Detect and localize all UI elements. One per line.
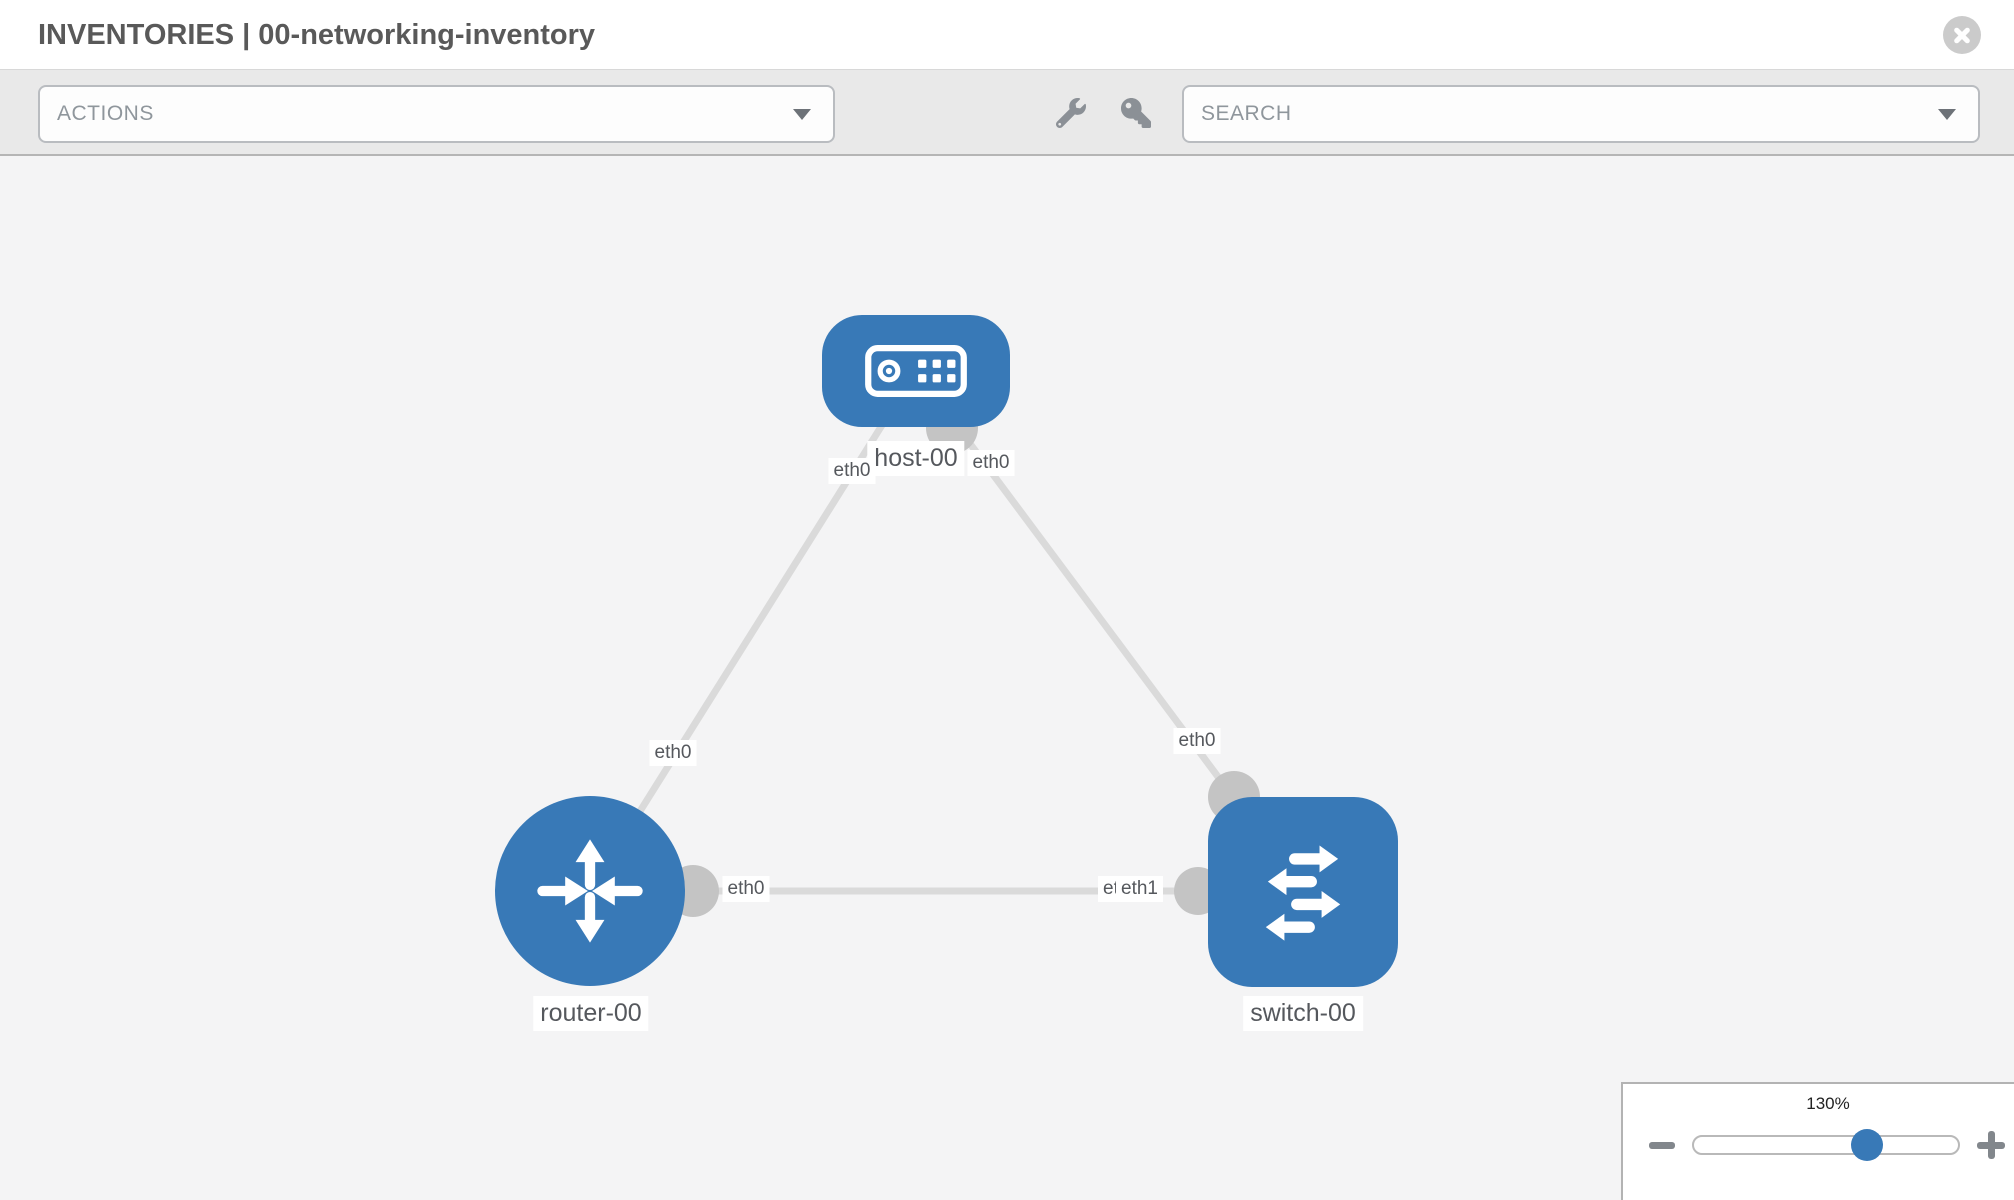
graph-canvas[interactable]: host-00 router-00 switch-00 eth0 eth0 et… — [0, 156, 2014, 1200]
node-label-host-00: host-00 — [867, 441, 965, 476]
topology-links-layer — [587, 368, 1306, 917]
interface-label-host-eth0-left: eth0 — [828, 458, 876, 484]
actions-select[interactable]: ACTIONS — [38, 85, 835, 143]
node-switch-00[interactable] — [1208, 797, 1398, 987]
chevron-down-icon — [793, 109, 811, 120]
interface-label-switch-eth0-uplink: eth0 — [1173, 728, 1221, 754]
wrench-button[interactable] — [1055, 98, 1086, 129]
interface-label-router-eth0-uplink: eth0 — [649, 740, 697, 766]
zoom-in-button[interactable] — [1975, 1129, 2007, 1161]
interface-label-router-eth0: eth0 — [722, 876, 770, 902]
toolbar: ACTIONS SEARCH — [0, 70, 2014, 156]
key-icon — [1121, 98, 1151, 128]
zoom-panel: 130% — [1621, 1082, 2014, 1200]
search-placeholder: SEARCH — [1201, 102, 1292, 125]
host-icon — [865, 345, 967, 397]
key-button[interactable] — [1121, 98, 1151, 128]
interface-label-host-eth0-right: eth0 — [967, 450, 1015, 476]
page-title: INVENTORIES | 00-networking-inventory — [38, 19, 596, 51]
wrench-icon — [1055, 98, 1086, 129]
zoom-slider-thumb[interactable] — [1851, 1129, 1883, 1161]
actions-label: ACTIONS — [57, 102, 154, 125]
node-router-00[interactable] — [495, 796, 685, 986]
interface-label-switch-eth1: eth1 — [1116, 876, 1163, 902]
app-header: INVENTORIES | 00-networking-inventory — [0, 0, 2014, 70]
zoom-slider-track[interactable] — [1692, 1129, 1960, 1161]
router-icon — [537, 839, 643, 943]
search-select[interactable]: SEARCH — [1182, 85, 1980, 143]
zoom-level: 130% — [1806, 1094, 1850, 1113]
node-label-switch-00: switch-00 — [1243, 996, 1363, 1031]
chevron-down-icon — [1938, 109, 1956, 120]
node-label-router-00: router-00 — [533, 996, 649, 1031]
zoom-out-button[interactable] — [1649, 1142, 1675, 1149]
close-button[interactable] — [1943, 16, 1981, 54]
link-host-router — [587, 369, 919, 893]
node-host-00[interactable] — [822, 315, 1010, 427]
switch-icon — [1265, 845, 1341, 941]
